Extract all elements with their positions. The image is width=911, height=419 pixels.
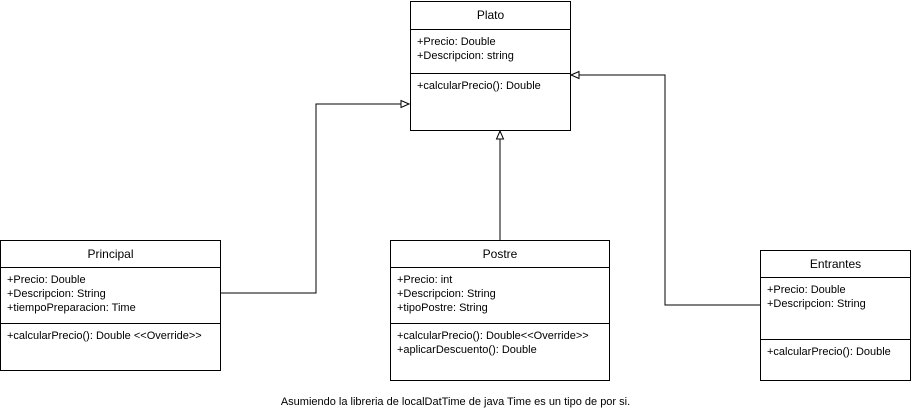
class-plato-attributes: +Precio: Double +Descripcion: string [411,30,570,74]
class-entrantes-attributes: +Precio: Double +Descripcion: String [761,278,910,340]
attribute: +Descripcion: String [767,298,866,310]
class-principal-methods: +calcularPrecio(): Double <<Override>> [1,324,220,343]
connector-principal-plato [221,103,409,294]
connector-entrantes-plato [571,74,760,306]
class-principal-name: Principal [1,241,220,268]
attribute: +Precio: Double [767,284,846,296]
class-entrantes-name: Entrantes [761,251,910,278]
class-plato-methods: +calcularPrecio(): Double [411,74,570,93]
class-postre-name: Postre [391,241,609,268]
class-entrantes-methods: +calcularPrecio(): Double [761,340,910,359]
method: +calcularPrecio(): Double [767,346,891,358]
attribute: +Descripcion: String [397,288,496,300]
class-plato[interactable]: Plato +Precio: Double +Descripcion: stri… [410,1,571,131]
attribute: +tiempoPreparacion: Time [7,302,136,314]
arrowhead-postre-plato [495,129,505,140]
attribute: +Precio: int [397,274,453,286]
attribute: +Descripcion: string [417,50,514,62]
attribute: +Descripcion: String [7,288,106,300]
method: +calcularPrecio(): Double<<Override>> [397,330,589,342]
class-principal[interactable]: Principal +Precio: Double +Descripcion: … [0,240,221,371]
method: +aplicarDescuento(): Double [397,344,537,356]
diagram-note: Asumiendo la libreria de localDatTime de… [280,396,631,408]
method: +calcularPrecio(): Double [417,80,541,92]
class-postre[interactable]: Postre +Precio: int +Descripcion: String… [390,240,610,381]
class-plato-name: Plato [411,2,570,30]
class-postre-attributes: +Precio: int +Descripcion: String +tipoP… [391,268,609,324]
class-entrantes[interactable]: Entrantes +Precio: Double +Descripcion: … [760,250,911,381]
attribute: +tipoPostre: String [397,302,488,314]
arrowhead-entrantes-plato [569,70,580,80]
attribute: +Precio: Double [7,274,86,286]
arrowhead-principal-plato [400,99,411,109]
class-principal-attributes: +Precio: Double +Descripcion: String +ti… [1,268,220,324]
class-postre-methods: +calcularPrecio(): Double<<Override>> +a… [391,324,609,357]
attribute: +Precio: Double [417,36,496,48]
method: +calcularPrecio(): Double <<Override>> [7,330,202,342]
